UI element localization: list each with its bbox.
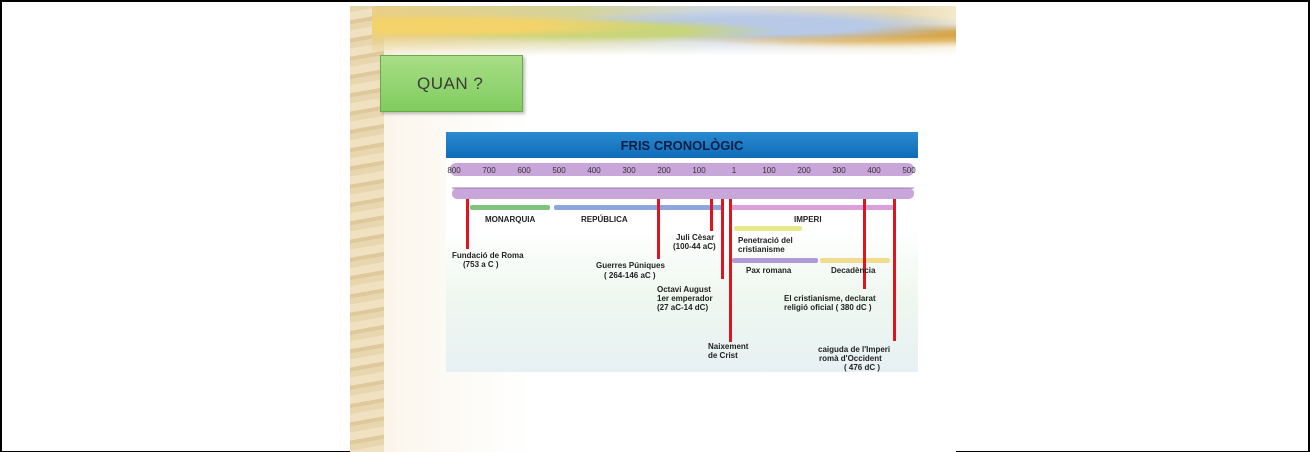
punic-line (657, 199, 660, 259)
punic-label-2: ( 264-146 aC ) (604, 271, 656, 280)
year-label: 1 (732, 166, 737, 175)
slide: QUAN ? FRIS CRONOLÒGIC 800 700 600 500 400 30… (350, 6, 956, 452)
decline-arrow (820, 258, 890, 263)
year-label: 400 (867, 166, 881, 175)
event-lines (466, 199, 896, 342)
official-label-2: religió oficial ( 380 dC ) (784, 303, 872, 312)
pax-arrow (732, 258, 818, 263)
year-label: 200 (797, 166, 811, 175)
augustus-label-3: (27 aC-14 dC) (657, 303, 708, 312)
rome-label-1: Fundació de Roma (452, 251, 524, 260)
christ-label-1: Naixement (708, 342, 749, 351)
year-label: 300 (832, 166, 846, 175)
official-label-1: El cristianisme, declarat (784, 294, 876, 303)
year-label: 500 (902, 166, 916, 175)
year-labels: 800 700 600 500 400 300 200 100 1 100 200 300 400 500 (447, 166, 916, 175)
monarchy-label: MONARQUIA (485, 215, 535, 224)
rome-label-2: (753 a C ) (463, 260, 499, 269)
floral-banner (372, 6, 956, 56)
year-label: 400 (587, 166, 601, 175)
empire-label: IMPERI (794, 215, 822, 224)
punic-label-1: Guerres Púniques (596, 261, 665, 270)
empire-arrow (731, 205, 894, 210)
timeline-diagram: 800 700 600 500 400 300 200 100 1 100 200 300 400 500… (447, 163, 916, 372)
fall-label-1: caiguda de l'Imperi (818, 345, 890, 354)
augustus-line (721, 199, 724, 279)
augustus-label-1: Octavi August (657, 285, 711, 294)
fall-line (893, 199, 896, 341)
official-line (863, 199, 866, 289)
timeline-frieze: FRIS CRONOLÒGIC 800 700 600 500 400 300 200 100… (446, 132, 918, 372)
republic-label: REPÚBLICA (581, 215, 628, 224)
fall-label-3: ( 476 dC ) (844, 363, 880, 372)
republic-arrow (554, 205, 724, 210)
year-label: 800 (447, 166, 461, 175)
year-label: 200 (657, 166, 671, 175)
caesar-label-2: (100-44 aC) (673, 242, 716, 251)
slide-title: QUAN ? (417, 73, 484, 93)
monarchy-arrow (470, 205, 550, 210)
year-label: 100 (692, 166, 706, 175)
period-axis-bar (452, 188, 914, 199)
slide-title-box: QUAN ? (380, 55, 523, 112)
caesar-label-1: Juli Cèsar (676, 233, 714, 242)
year-scale-bar (450, 163, 914, 176)
christianity-arrow (734, 226, 802, 231)
fall-label-2: romà d'Occident (819, 354, 882, 363)
parchment-border (350, 6, 384, 452)
caesar-line (710, 199, 713, 231)
christianity-label-1: Penetració del (738, 236, 793, 245)
pax-label: Pax romana (746, 266, 792, 275)
christ-line (729, 199, 732, 342)
rome-line (466, 199, 469, 249)
year-label: 700 (482, 166, 496, 175)
frieze-header: FRIS CRONOLÒGIC (446, 132, 918, 158)
frieze-title: FRIS CRONOLÒGIC (620, 137, 744, 153)
year-label: 100 (762, 166, 776, 175)
christianity-label-2: cristianisme (738, 245, 785, 254)
year-label: 600 (517, 166, 531, 175)
year-label: 500 (552, 166, 566, 175)
augustus-label-2: 1er emperador (657, 294, 713, 303)
christ-label-2: de Crist (708, 351, 738, 360)
year-label: 300 (622, 166, 636, 175)
decline-label: Decadència (831, 266, 876, 275)
